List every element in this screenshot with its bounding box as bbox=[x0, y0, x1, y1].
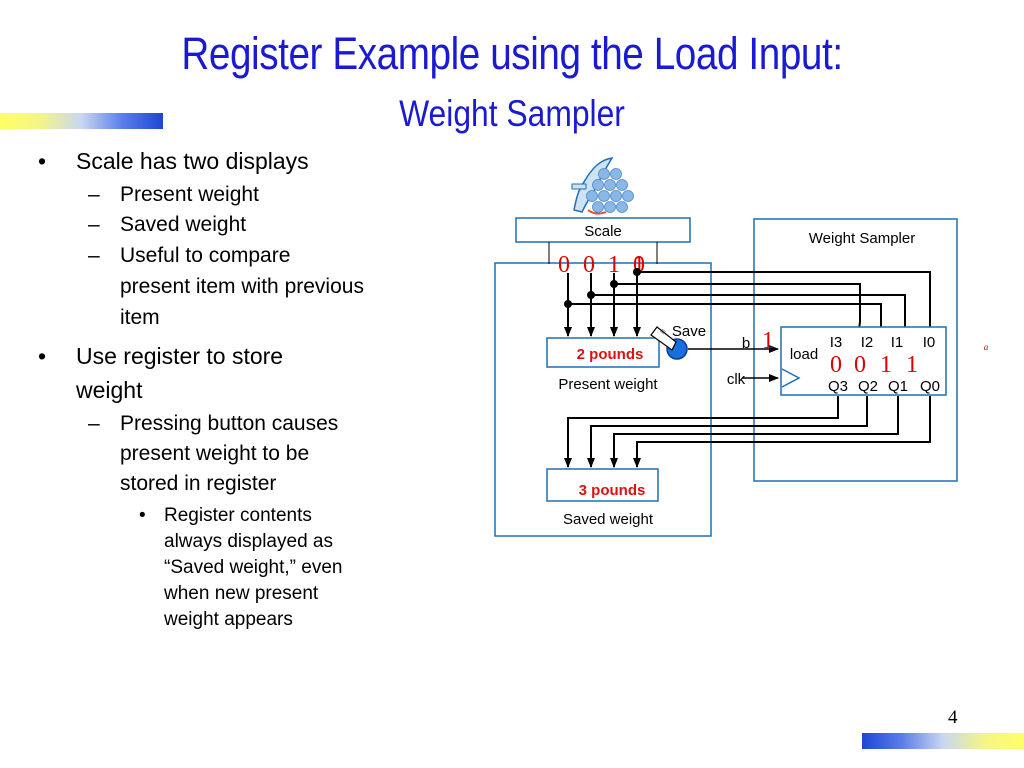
sub-bullet-text: Pressing button causes present weight to… bbox=[120, 412, 339, 495]
b-value: 1 bbox=[762, 328, 774, 354]
input-label-i2: I2 bbox=[861, 334, 874, 351]
bullet-dot-icon: • bbox=[139, 505, 146, 526]
grapes-icon bbox=[571, 156, 634, 215]
scale-bit-3: 0 bbox=[558, 252, 570, 278]
stray-mark: a bbox=[984, 342, 989, 352]
register-bit-1: 1 bbox=[880, 352, 892, 378]
bullet-item: • Scale has two displays bbox=[38, 146, 438, 176]
weight-sampler-frame bbox=[753, 218, 958, 482]
scale-box bbox=[515, 217, 691, 243]
input-label-i1: I1 bbox=[891, 334, 904, 351]
save-button-icon[interactable] bbox=[650, 326, 688, 360]
page-number: 4 bbox=[948, 707, 958, 728]
sub-bullet-item: –Saved weight bbox=[38, 210, 438, 240]
scale-bit-1: 1 bbox=[608, 252, 620, 278]
output-label-q2: Q2 bbox=[858, 378, 878, 395]
output-label-q0: Q0 bbox=[920, 378, 940, 395]
bullet-item: • Use register to store weight bbox=[38, 339, 438, 407]
bullet-list: •Scale has two displays –Present weight … bbox=[38, 146, 438, 633]
sub-bullet-text: Present weight bbox=[120, 183, 259, 206]
sub-bullet-text: Useful to compare present item with prev… bbox=[120, 244, 364, 329]
scale-bit-2: 0 bbox=[583, 252, 595, 278]
present-weight-display bbox=[546, 337, 660, 368]
sub-bullet-text: Saved weight bbox=[120, 213, 247, 236]
bullet-dot-icon: • bbox=[38, 148, 47, 174]
bullet-dot-icon: • bbox=[38, 343, 47, 369]
sub-bullet-item: –Present weight bbox=[38, 180, 438, 210]
bullet-text: Scale has two displays bbox=[76, 148, 309, 174]
register-bit-2: 0 bbox=[854, 352, 866, 378]
dash-icon: – bbox=[88, 412, 100, 435]
input-label-i3: I3 bbox=[830, 334, 843, 351]
input-label-i0: I0 bbox=[923, 334, 936, 351]
present-weight-label: Present weight bbox=[558, 376, 658, 393]
clock-triangle-icon bbox=[781, 368, 801, 388]
weight-sampler-label: Weight Sampler bbox=[809, 230, 915, 247]
sub-sub-bullet-text: Register contents always displayed as “S… bbox=[164, 505, 343, 630]
save-label: Save bbox=[672, 323, 706, 340]
decorative-gradient-bar-top bbox=[0, 113, 163, 129]
b-label: b bbox=[742, 335, 750, 352]
clk-label: clk bbox=[727, 371, 746, 388]
dash-icon: – bbox=[88, 244, 100, 267]
sub-bullet-item: –Pressing button causes present weight t… bbox=[38, 409, 438, 499]
present-weight-value: 2 pounds bbox=[577, 346, 644, 363]
saved-weight-label: Saved weight bbox=[563, 511, 654, 528]
load-label: load bbox=[790, 346, 818, 363]
bullet-text: Use register to store weight bbox=[76, 343, 284, 403]
scale-label: Scale bbox=[584, 223, 622, 240]
saved-weight-value: 3 pounds bbox=[579, 482, 646, 499]
dash-icon: – bbox=[88, 213, 100, 236]
output-label-q3: Q3 bbox=[828, 378, 848, 395]
scale-frame bbox=[494, 262, 712, 537]
decorative-gradient-bar-bottom bbox=[862, 733, 1024, 749]
sub-bullet-item: –Useful to compare present item with pre… bbox=[38, 240, 438, 333]
output-label-q1: Q1 bbox=[888, 378, 908, 395]
register-bit-0: 1 bbox=[906, 352, 918, 378]
sub-sub-bullet-item: • Register contents always displayed as “… bbox=[38, 503, 438, 633]
slide-title: Register Example using the Load Input: bbox=[181, 28, 843, 79]
saved-weight-display bbox=[546, 468, 659, 502]
slide-subtitle: Weight Sampler bbox=[399, 93, 625, 134]
register-bit-3: 0 bbox=[830, 352, 842, 378]
dash-icon: – bbox=[88, 183, 100, 206]
register-box bbox=[780, 326, 947, 396]
